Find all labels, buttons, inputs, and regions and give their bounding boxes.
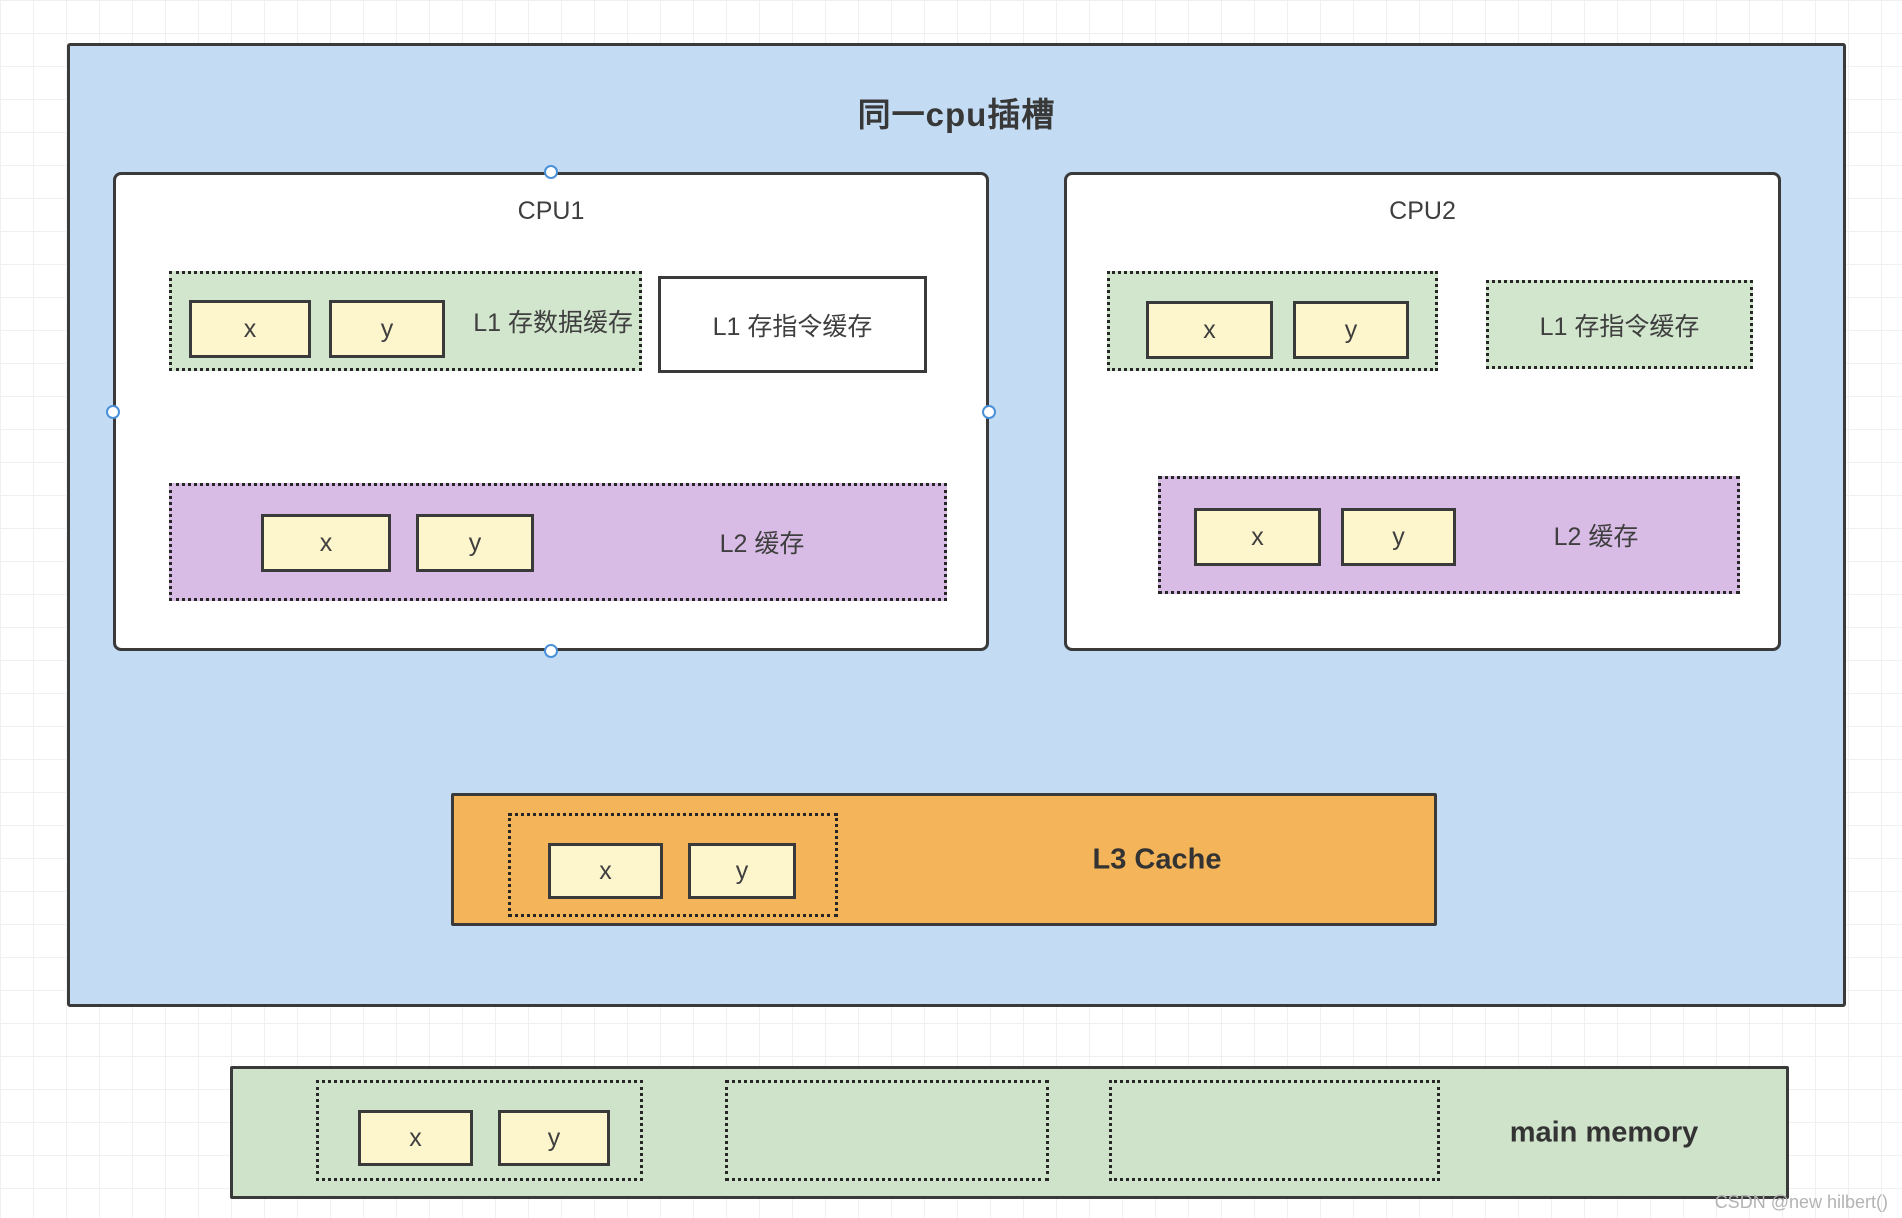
cpu2-l1-data-cell-x[interactable]: x	[1146, 301, 1273, 359]
connection-point-right-icon[interactable]	[982, 405, 996, 419]
cpu1-l1-data-cell-x[interactable]: x	[189, 300, 311, 358]
cpu2-l1-data-cell-y[interactable]: y	[1293, 301, 1409, 359]
connection-point-top-icon[interactable]	[544, 165, 558, 179]
l3-cache-group[interactable]: x y	[508, 813, 838, 917]
main-memory-label: main memory	[1509, 1116, 1699, 1148]
main-memory-slot-3[interactable]	[1109, 1080, 1440, 1181]
cpu1-l1-instruction-cache[interactable]: L1 存指令缓存	[658, 276, 927, 373]
cpu1-l2-cell-y[interactable]: y	[416, 514, 534, 572]
l3-cell-y[interactable]: y	[688, 843, 796, 899]
main-memory-cell-x[interactable]: x	[358, 1110, 473, 1166]
main-memory-cell-y[interactable]: y	[498, 1110, 610, 1166]
main-memory-slot-2[interactable]	[725, 1080, 1049, 1181]
connection-point-left-icon[interactable]	[106, 405, 120, 419]
cpu2-l1-instruction-cache[interactable]: L1 存指令缓存	[1486, 280, 1753, 369]
main-memory-slot-1[interactable]: x y	[316, 1080, 643, 1181]
cpu2-l2-cell-y[interactable]: y	[1341, 508, 1456, 566]
main-memory-box[interactable]: x y main memory	[230, 1066, 1789, 1199]
cpu1-l2-label: L2 缓存	[719, 530, 805, 558]
cpu1-l2-cell-x[interactable]: x	[261, 514, 391, 572]
l3-cache-label: L3 Cache	[1092, 843, 1222, 875]
cpu2-title: CPU2	[1389, 197, 1456, 225]
cpu1-l1-data-label: L1 存数据缓存	[473, 309, 633, 337]
cpu2-box[interactable]: CPU2 x y L1 存指令缓存 x y L2 缓存	[1064, 172, 1781, 651]
cpu1-l1-data-cell-y[interactable]: y	[329, 300, 445, 358]
l3-cell-x[interactable]: x	[548, 843, 663, 899]
watermark: CSDN @new hilbert()	[1714, 1192, 1888, 1212]
cpu1-l2-cache[interactable]: x y L2 缓存	[169, 483, 947, 601]
cpu1-box[interactable]: CPU1 x y L1 存数据缓存 L1 存指令缓存 x y L2 缓存	[113, 172, 989, 651]
cpu1-l1-data-cache[interactable]: x y L1 存数据缓存	[169, 271, 642, 371]
connection-point-bottom-icon[interactable]	[544, 644, 558, 658]
cpu1-title: CPU1	[517, 197, 585, 225]
cpu2-l2-label: L2 缓存	[1553, 523, 1639, 551]
l3-cache-box[interactable]: x y L3 Cache	[451, 793, 1437, 926]
cpu2-l2-cache[interactable]: x y L2 缓存	[1158, 476, 1740, 594]
socket-title: 同一cpu插槽	[857, 96, 1056, 133]
cpu2-l2-cell-x[interactable]: x	[1194, 508, 1321, 566]
cpu2-l1-instruction-label: L1 存指令缓存	[1539, 312, 1700, 341]
cpu2-l1-data-cache[interactable]: x y	[1107, 271, 1438, 371]
cpu1-l1-instruction-label: L1 存指令缓存	[712, 312, 873, 341]
